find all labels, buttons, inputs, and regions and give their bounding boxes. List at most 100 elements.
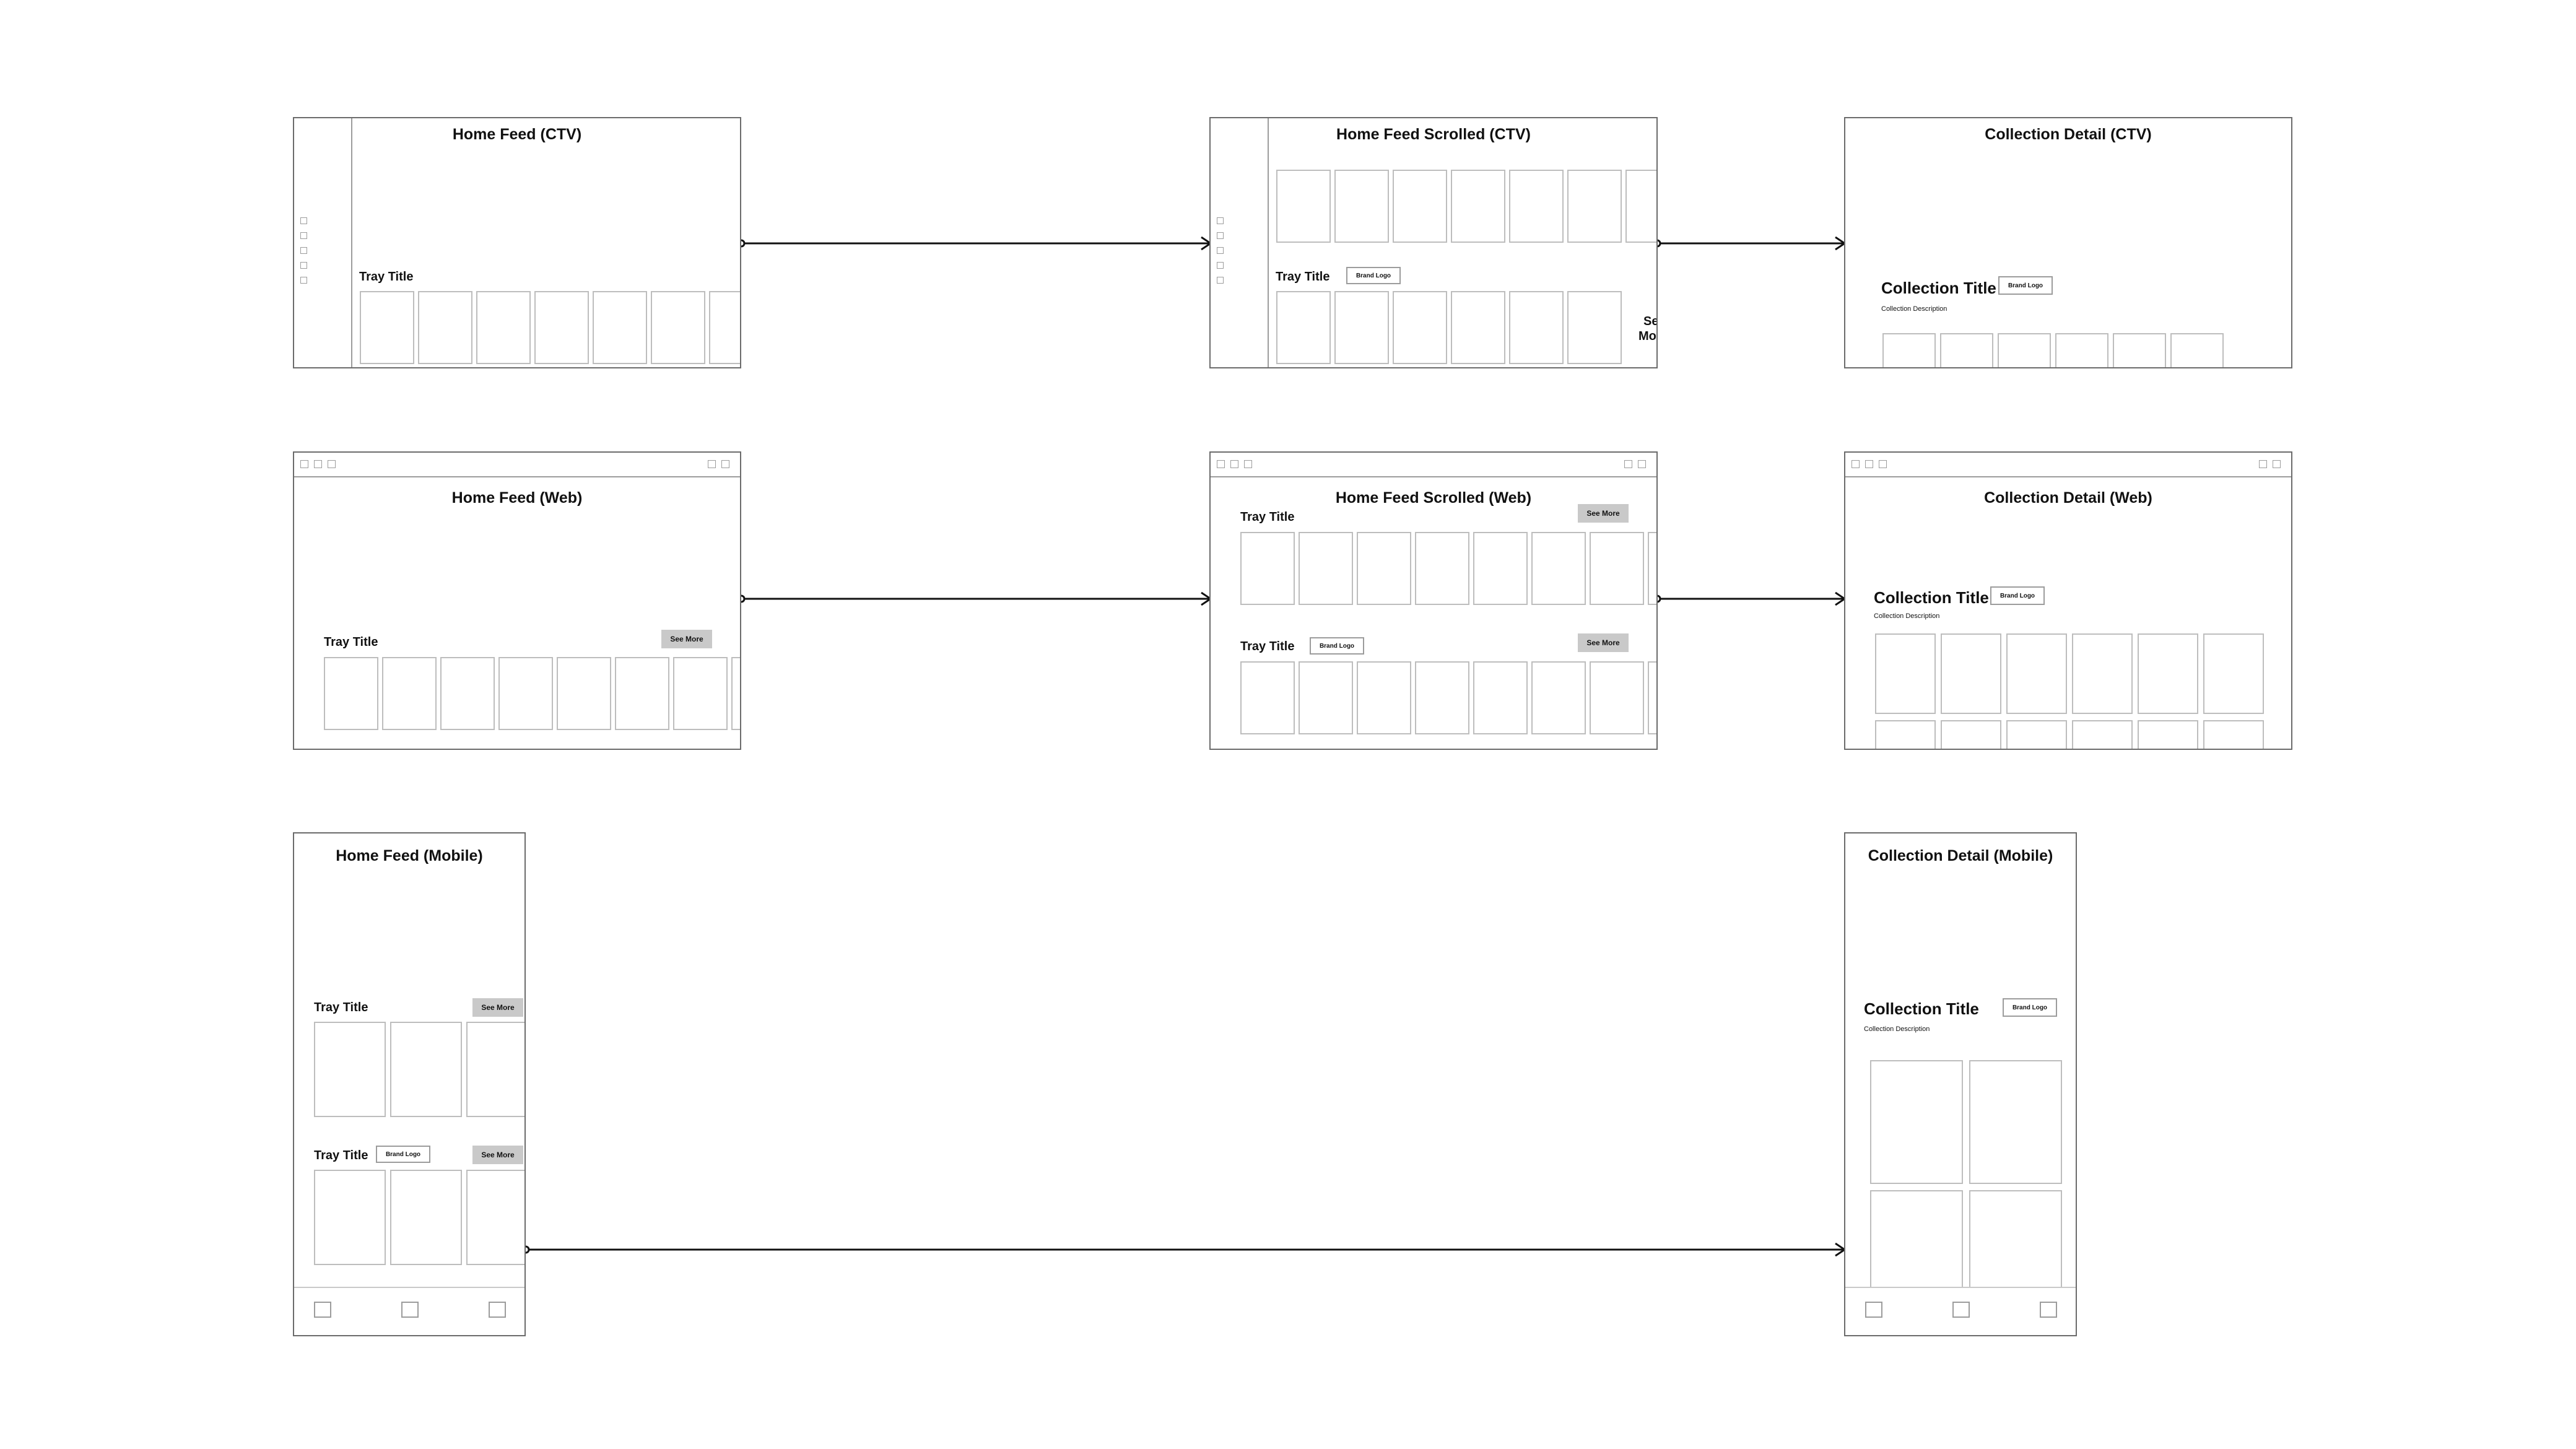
content-tile[interactable] [324, 657, 378, 730]
content-tile[interactable] [2203, 720, 2264, 749]
content-tile[interactable] [1875, 720, 1936, 749]
nav-icon[interactable] [300, 247, 307, 254]
nav-icon[interactable] [300, 232, 307, 239]
see-more-button[interactable]: See More [661, 630, 712, 648]
content-tile[interactable] [440, 657, 495, 730]
content-tile[interactable] [360, 291, 414, 364]
content-tile[interactable] [476, 291, 531, 364]
nav-icon[interactable] [1217, 277, 1224, 284]
content-tile[interactable] [314, 1170, 386, 1265]
content-tile[interactable] [1473, 661, 1528, 734]
content-tile[interactable] [2138, 720, 2198, 749]
content-tile[interactable] [1415, 661, 1469, 734]
tab-icon[interactable] [1865, 1302, 1882, 1318]
nav-icon[interactable] [1217, 262, 1224, 269]
content-tile[interactable] [1451, 170, 1505, 243]
content-tile[interactable] [1969, 1060, 2062, 1184]
content-tile[interactable] [1334, 291, 1389, 364]
window-control-icon[interactable] [1244, 460, 1252, 468]
content-tile[interactable] [1590, 661, 1644, 734]
see-more-clipped[interactable]: Se Mo [1638, 314, 1656, 344]
window-control-icon[interactable] [314, 460, 322, 468]
content-tile[interactable] [1299, 661, 1353, 734]
window-control-icon[interactable] [1852, 460, 1860, 468]
content-tile[interactable] [1240, 532, 1295, 605]
window-control-icon[interactable] [1865, 460, 1873, 468]
content-tile[interactable] [731, 657, 740, 730]
content-tile[interactable] [1875, 633, 1936, 714]
content-tile[interactable] [1299, 532, 1353, 605]
content-tile[interactable] [1509, 170, 1564, 243]
nav-icon[interactable] [1217, 232, 1224, 239]
content-tile[interactable] [466, 1022, 524, 1117]
window-control-icon[interactable] [2259, 460, 2267, 468]
window-control-icon[interactable] [1879, 460, 1887, 468]
content-tile[interactable] [466, 1170, 524, 1265]
content-tile[interactable] [2113, 333, 2166, 367]
content-tile[interactable] [1625, 170, 1656, 243]
content-tile[interactable] [1567, 170, 1622, 243]
tab-icon[interactable] [1952, 1302, 1970, 1318]
content-tile[interactable] [1648, 532, 1656, 605]
content-tile[interactable] [1393, 291, 1447, 364]
window-control-icon[interactable] [721, 460, 729, 468]
content-tile[interactable] [1357, 661, 1411, 734]
window-control-icon[interactable] [1624, 460, 1632, 468]
content-tile[interactable] [1648, 661, 1656, 734]
content-tile[interactable] [418, 291, 472, 364]
window-control-icon[interactable] [1230, 460, 1238, 468]
see-more-button[interactable]: See More [472, 1146, 523, 1164]
window-control-icon[interactable] [1217, 460, 1225, 468]
content-tile[interactable] [1473, 532, 1528, 605]
content-tile[interactable] [390, 1022, 462, 1117]
content-tile[interactable] [1334, 170, 1389, 243]
content-tile[interactable] [1393, 170, 1447, 243]
tab-icon[interactable] [314, 1302, 331, 1318]
nav-icon[interactable] [1217, 247, 1224, 254]
see-more-button[interactable]: See More [1578, 504, 1629, 523]
content-tile[interactable] [1451, 291, 1505, 364]
content-tile[interactable] [1590, 532, 1644, 605]
content-tile[interactable] [1998, 333, 2051, 367]
content-tile[interactable] [534, 291, 589, 364]
content-tile[interactable] [1415, 532, 1469, 605]
content-tile[interactable] [1531, 661, 1586, 734]
content-tile[interactable] [1276, 291, 1331, 364]
content-tile[interactable] [1567, 291, 1622, 364]
content-tile[interactable] [390, 1170, 462, 1265]
content-tile[interactable] [1941, 633, 2001, 714]
tab-icon[interactable] [489, 1302, 506, 1318]
content-tile[interactable] [615, 657, 669, 730]
nav-icon[interactable] [300, 217, 307, 224]
content-tile[interactable] [2072, 633, 2133, 714]
nav-icon[interactable] [300, 262, 307, 269]
content-tile[interactable] [1240, 661, 1295, 734]
tab-icon[interactable] [401, 1302, 419, 1318]
content-tile[interactable] [1357, 532, 1411, 605]
content-tile[interactable] [2072, 720, 2133, 749]
content-tile[interactable] [1509, 291, 1564, 364]
nav-icon[interactable] [1217, 217, 1224, 224]
window-control-icon[interactable] [1638, 460, 1646, 468]
content-tile[interactable] [2203, 633, 2264, 714]
content-tile[interactable] [557, 657, 611, 730]
content-tile[interactable] [314, 1022, 386, 1117]
content-tile[interactable] [1940, 333, 1993, 367]
content-tile[interactable] [673, 657, 728, 730]
see-more-button[interactable]: See More [1578, 633, 1629, 652]
nav-icon[interactable] [300, 277, 307, 284]
content-tile[interactable] [593, 291, 647, 364]
content-tile[interactable] [1531, 532, 1586, 605]
content-tile[interactable] [382, 657, 437, 730]
content-tile[interactable] [2138, 633, 2198, 714]
window-control-icon[interactable] [708, 460, 716, 468]
content-tile[interactable] [1882, 333, 1936, 367]
content-tile[interactable] [2006, 633, 2067, 714]
window-control-icon[interactable] [2273, 460, 2281, 468]
content-tile[interactable] [709, 291, 740, 364]
content-tile[interactable] [1870, 1060, 1963, 1184]
content-tile[interactable] [2170, 333, 2224, 367]
see-more-button[interactable]: See More [472, 998, 523, 1017]
content-tile[interactable] [498, 657, 553, 730]
tab-icon[interactable] [2040, 1302, 2057, 1318]
